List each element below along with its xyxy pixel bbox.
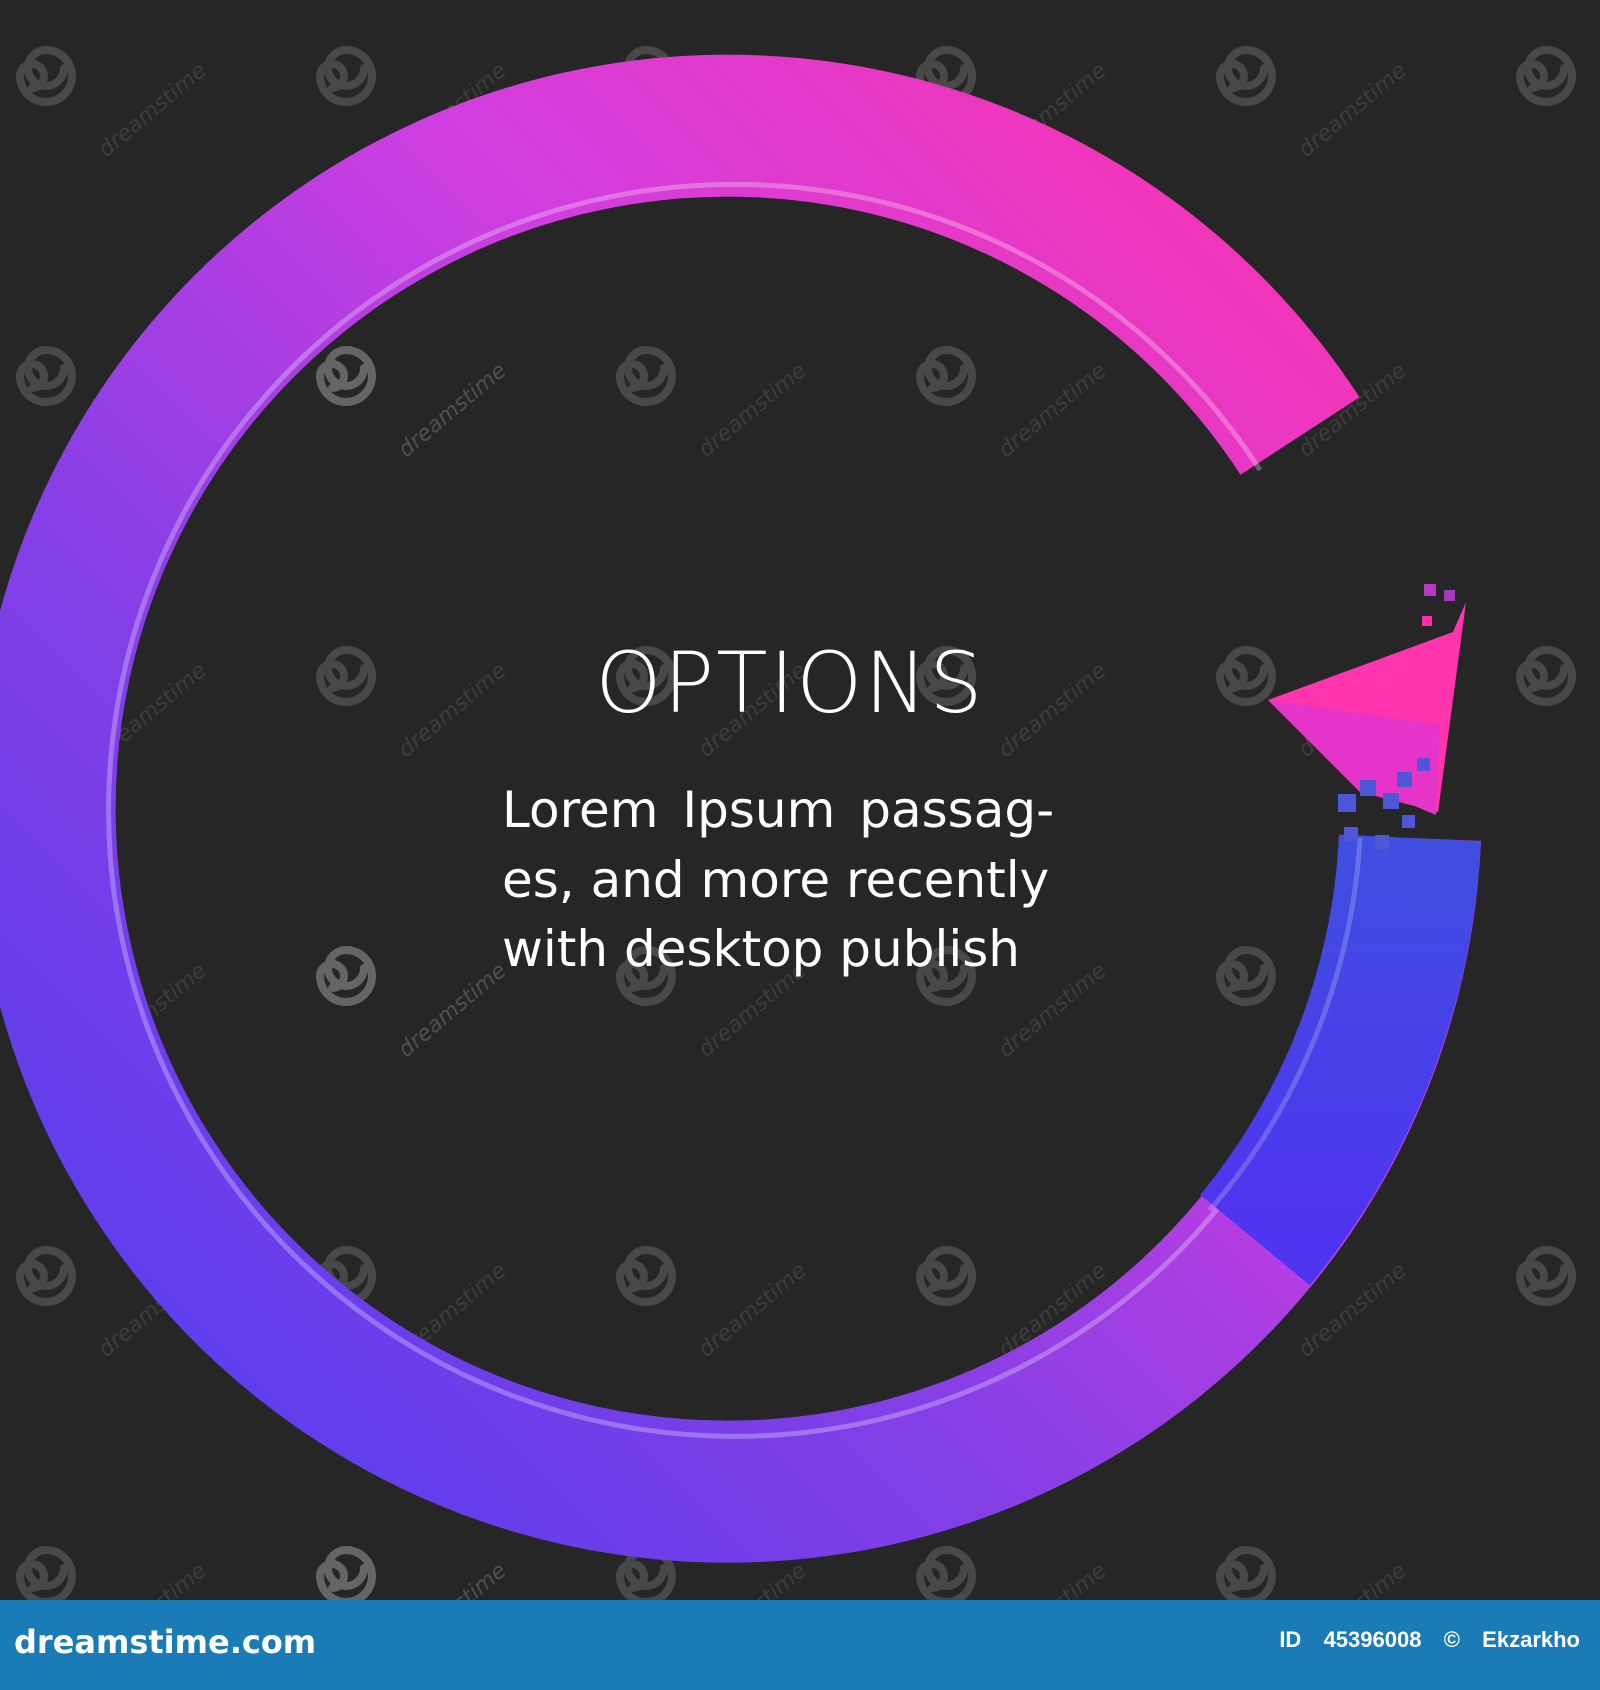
footer-site-name: dreamstime.com	[14, 1623, 317, 1661]
arrow-ring-outer-band	[0, 54, 1481, 1563]
stock-footer-bar: dreamstime.com ID 45396008 © Ekzarkho	[0, 1600, 1600, 1690]
options-title: OPTIONS	[595, 634, 985, 732]
body-text-line-2: es, and more recently	[502, 851, 1050, 909]
body-text-line-1: Lorem Ipsum passag-	[502, 781, 1055, 839]
footer-id-value: 45396008	[1323, 1627, 1422, 1652]
pixel-fade-squares	[1338, 584, 1455, 849]
arrow-ring-inner-shine	[106, 181, 1363, 1439]
footer-id-label: ID	[1279, 1627, 1302, 1652]
footer-author: Ekzarkho	[1482, 1627, 1580, 1652]
arrow-ring-blue-section	[1199, 833, 1481, 1286]
arrow-ring-blue-shine	[1208, 837, 1363, 1212]
footer-image-info: ID 45396008 © Ekzarkho	[1279, 1625, 1580, 1655]
body-text-line-3: with desktop publish	[502, 920, 1020, 978]
circular-arrow	[0, 54, 1481, 1563]
copyright-icon: ©	[1443, 1627, 1460, 1652]
